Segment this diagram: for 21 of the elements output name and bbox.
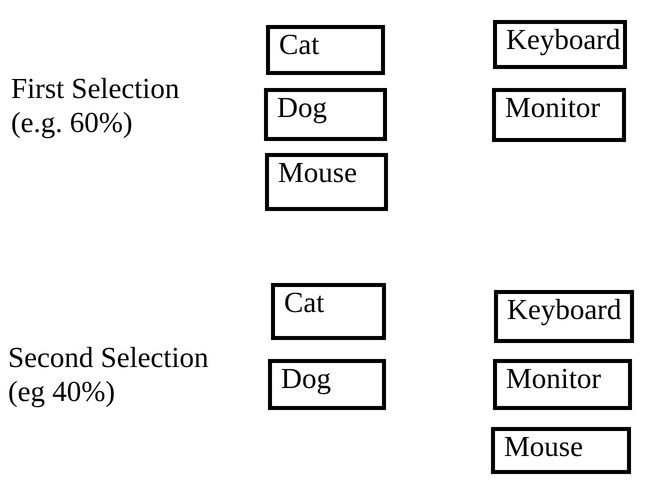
option-box — [266, 25, 385, 75]
option-box — [264, 88, 387, 141]
option-box — [268, 359, 386, 410]
option-box — [265, 153, 388, 211]
option-box — [491, 427, 631, 474]
option-label: Monitor — [505, 92, 602, 124]
option-label: Dog — [277, 92, 328, 124]
option-label: Dog — [281, 363, 332, 396]
section-label: First Selection (e.g. 60%) — [11, 72, 180, 140]
option-box — [271, 283, 386, 340]
option-label: Mouse — [504, 431, 584, 464]
option-label: Keyboard — [507, 294, 622, 326]
option-box — [494, 290, 634, 343]
option-label: Cat — [279, 29, 320, 62]
option-label: Monitor — [506, 363, 602, 396]
option-label: Cat — [284, 287, 326, 320]
option-box — [493, 359, 632, 410]
option-box — [492, 88, 626, 142]
option-box — [493, 20, 627, 69]
option-label: Mouse — [278, 157, 358, 190]
section-label: Second Selection (eg 40%) — [8, 341, 210, 410]
